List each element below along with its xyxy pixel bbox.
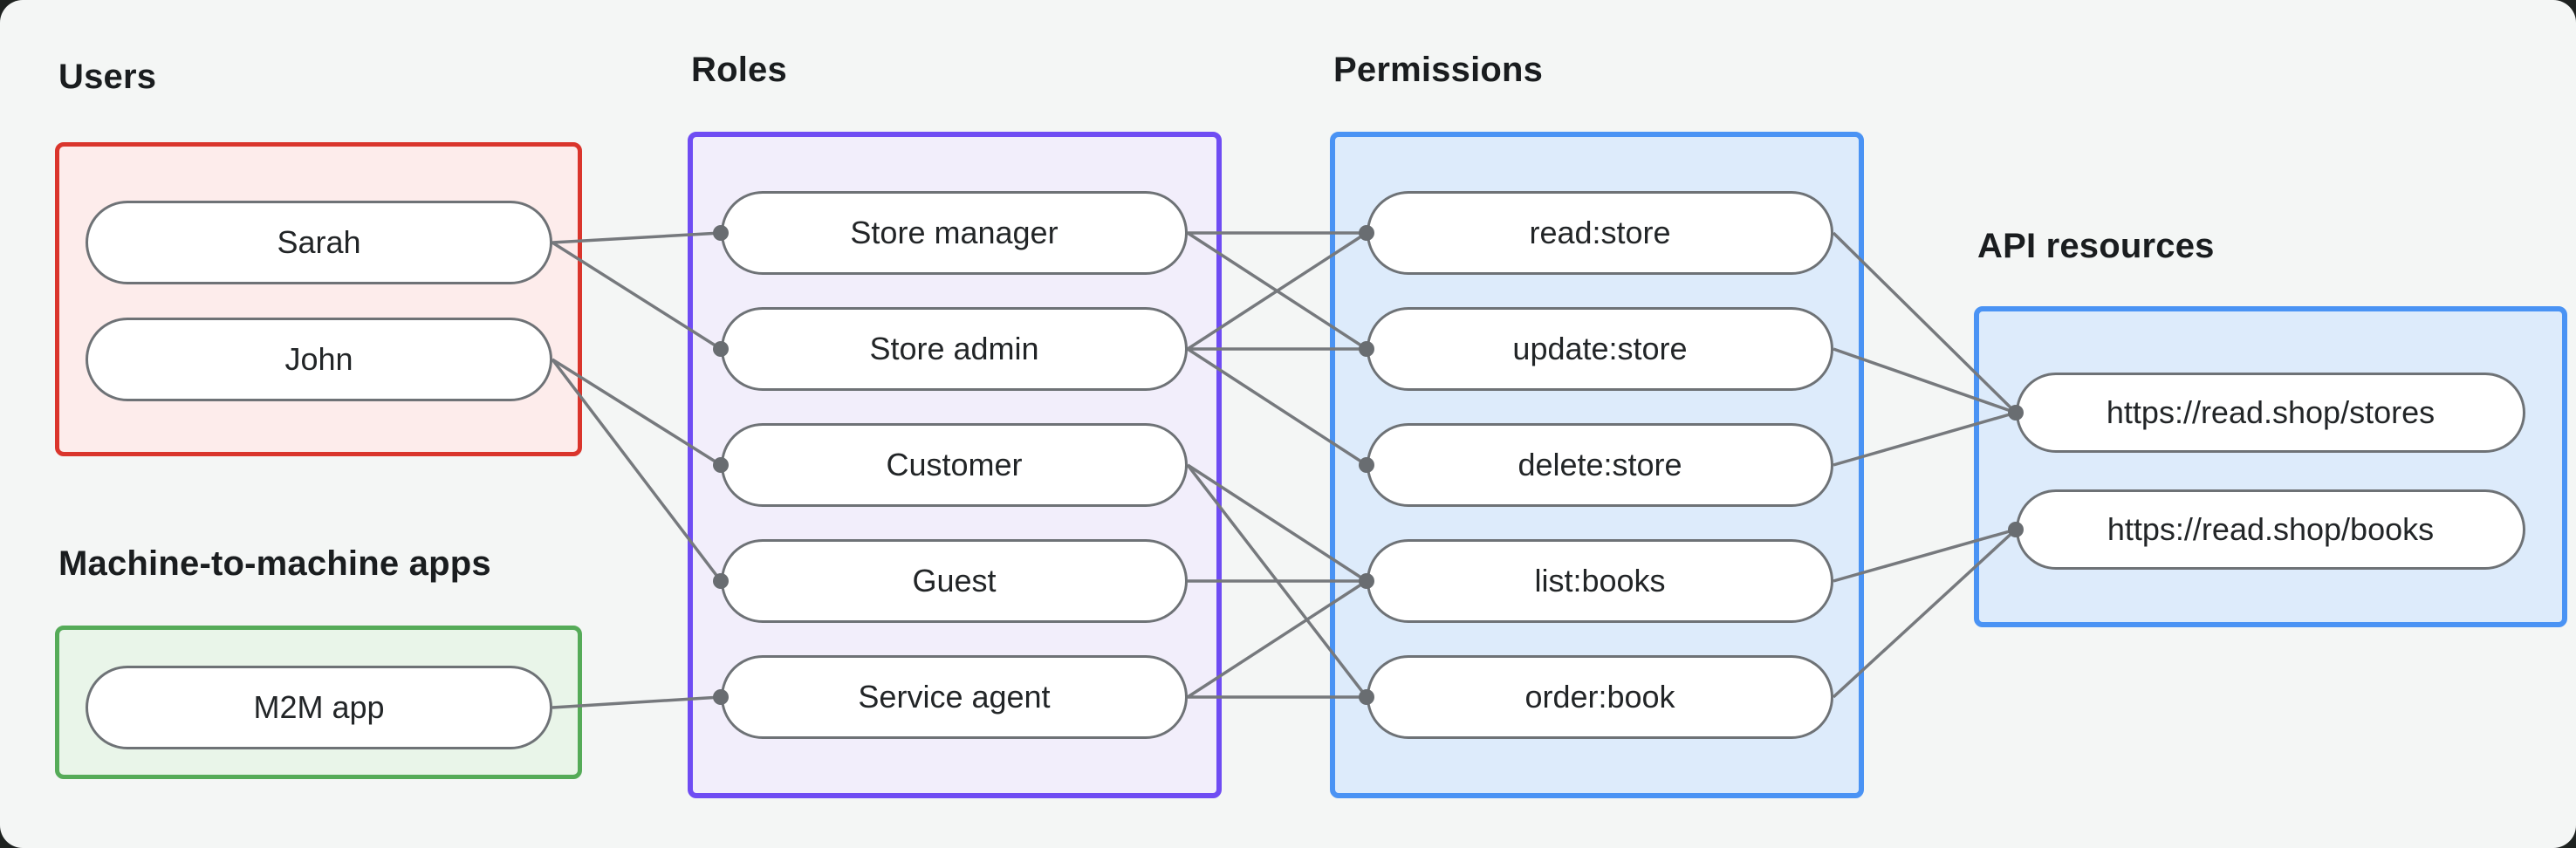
node-permission-update-store: update:store bbox=[1367, 307, 1833, 391]
section-label-permissions: Permissions bbox=[1333, 51, 1544, 89]
node-role-store-manager: Store manager bbox=[721, 191, 1188, 275]
node-permission-read-store: read:store bbox=[1367, 191, 1833, 275]
node-role-guest: Guest bbox=[721, 539, 1188, 623]
section-label-api-resources: API resources bbox=[1977, 227, 2215, 265]
node-api-resource-books: https://read.shop/books bbox=[2016, 489, 2525, 570]
section-label-users: Users bbox=[58, 58, 157, 96]
section-label-m2m-apps: Machine-to-machine apps bbox=[58, 544, 491, 583]
node-permission-list-books: list:books bbox=[1367, 539, 1833, 623]
node-role-store-admin: Store admin bbox=[721, 307, 1188, 391]
node-user-john: John bbox=[86, 318, 552, 401]
node-permission-delete-store: delete:store bbox=[1367, 423, 1833, 507]
node-api-resource-stores: https://read.shop/stores bbox=[2016, 373, 2525, 453]
node-user-sarah: Sarah bbox=[86, 201, 552, 284]
section-label-roles: Roles bbox=[691, 51, 787, 89]
users-group-box bbox=[55, 142, 582, 456]
node-m2m-app: M2M app bbox=[86, 666, 552, 749]
node-role-service-agent: Service agent bbox=[721, 655, 1188, 739]
node-permission-order-book: order:book bbox=[1367, 655, 1833, 739]
node-role-customer: Customer bbox=[721, 423, 1188, 507]
api-resources-group-box bbox=[1974, 306, 2567, 627]
